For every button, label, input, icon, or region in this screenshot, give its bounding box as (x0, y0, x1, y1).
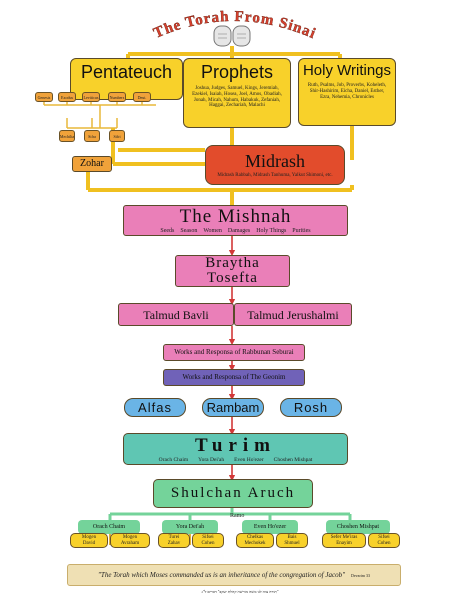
turim-title: Turim (194, 434, 277, 456)
holy-writings-box: Holy Writings Ruth, Psalms, Job, Proverb… (298, 58, 396, 126)
book-numbers: Numbers (108, 92, 126, 102)
turim-choshen-mishpat: Choshen Mishpat (273, 456, 313, 463)
alfas-box: Alfas (124, 398, 186, 417)
talmud-bavli-box: Talmud Bavli (118, 303, 234, 326)
braytha-box: Braytha Tosefta (175, 255, 290, 287)
section-yora-deah: Yora Dei'ah (162, 520, 218, 534)
leaf-line: Cohen (377, 540, 391, 546)
leaf-line: Cohen (201, 540, 215, 546)
holy-writings-list: Ruth, Psalms, Job, Proverbs, Koheleth, S… (307, 83, 387, 100)
section-choshen-mishpat: Choshen Mishpat (326, 520, 390, 534)
leaf-mogen-avraham: Mogen Avraham (110, 533, 150, 548)
turim-orach-chaim: Orach Chaim (158, 456, 189, 463)
leaf-line: Bais (287, 534, 297, 540)
midrash-sifra: Sifra (84, 130, 100, 142)
prophets-list: Joshua, Judges, Samuel, Kings, Jeremiah,… (192, 86, 282, 109)
quote-reference: Devarim 33 (351, 572, 371, 578)
leaf-line: Mogen (122, 534, 138, 540)
leaf-line: Avraham (120, 540, 140, 546)
leaf-line: Shmuel (284, 540, 300, 546)
leaf-line: Mogen (81, 534, 97, 540)
leaf-turei-zahav: Turei Zahav (158, 533, 190, 548)
book-exodus: Exodus (58, 92, 76, 102)
alfas-label: Alfas (138, 400, 172, 415)
midrash-title: Midrash (245, 150, 305, 171)
turim-yora-deah: Yora Dei'ah (198, 456, 225, 463)
book-genesis: Genesis (35, 92, 53, 102)
order-damages: Damages (227, 228, 251, 234)
leaf-line: David (82, 540, 96, 546)
leaf-line: Turei (168, 534, 180, 540)
tablets-icon (213, 25, 251, 47)
rosh-box: Rosh (280, 398, 342, 417)
pentateuch-title: Pentateuch (80, 62, 173, 82)
ramo-label: Ramo (230, 513, 245, 519)
talmud-jerushalmi-label: Talmud Jerushalmi (247, 307, 339, 322)
tosefta-label: Tosefta (207, 270, 258, 286)
midrash-list: Midrash Rabbah, Midrash Tanhuma, Yalkut … (217, 172, 333, 178)
geonim-box: Works and Responsa of The Geonim (163, 369, 305, 386)
saboraim-label: Works and Responsa of Rabbunan Seburai (174, 348, 294, 356)
mishnah-orders: Seeds Season Women Damages Holy Things P… (160, 228, 310, 234)
prophets-box: Prophets Joshua, Judges, Samuel, Kings, … (183, 58, 291, 128)
leaf-sifsei-cohen-cm: Sifsei Cohen (368, 533, 400, 548)
shulchan-aruch-box: Shulchan Aruch (153, 479, 313, 508)
leaf-line: Mechokek (244, 540, 266, 546)
turim-box: Turim Orach Chaim Yora Dei'ah Even Ho'ez… (123, 433, 348, 465)
shulchan-aruch-title: Shulchan Aruch (170, 485, 296, 501)
hebrew-verse: "תורה צוה לנו משה מורשה קהלת יעקב" דברים… (201, 589, 279, 594)
prophets-title: Prophets (200, 62, 274, 82)
leaf-sefer-meiras-enayim: Sefer Me'iras Enayim (322, 533, 366, 548)
order-women: Women (203, 228, 222, 234)
zohar-label: Zohar (80, 158, 104, 169)
braytha-label: Braytha (205, 255, 260, 271)
section-even-hoezer: Even Ho'ezer (242, 520, 298, 534)
zohar-box: Zohar (72, 156, 112, 172)
talmud-bavli-label: Talmud Bavli (143, 307, 209, 322)
midrash-sifri: Sifri (109, 130, 125, 142)
quote-scroll: "The Torah which Moses commanded us is a… (67, 564, 401, 586)
leaf-line: Chelkas (246, 534, 264, 540)
leaf-bais-shmuel: Bais Shmuel (276, 533, 308, 548)
leaf-sifsei-cohen-yd: Sifsei Cohen (192, 533, 224, 548)
midrash-box: Midrash Midrash Rabbah, Midrash Tanhuma,… (205, 145, 345, 185)
rambam-box: Rambam (202, 398, 264, 417)
leaf-line: Sifsei (202, 534, 214, 540)
order-seeds: Seeds (160, 228, 175, 234)
saboraim-box: Works and Responsa of Rabbunan Seburai (163, 344, 305, 361)
talmud-jerushalmi-box: Talmud Jerushalmi (234, 303, 352, 326)
rosh-label: Rosh (293, 400, 329, 415)
leaf-line: Zahav (167, 540, 181, 546)
leaf-line: Sifsei (378, 534, 390, 540)
book-deuteronomy: Deut. (133, 92, 151, 102)
holy-writings-title: Holy Writings (302, 62, 392, 79)
book-leviticus: Leviticus (82, 92, 100, 102)
order-season: Season (180, 228, 198, 234)
order-purities: Purities (292, 228, 311, 234)
turim-parts: Orach Chaim Yora Dei'ah Even Ho'ezer Cho… (159, 457, 313, 463)
pentateuch-box: Pentateuch (70, 58, 183, 100)
rambam-label: Rambam (206, 400, 260, 415)
mishnah-title: The Mishnah (179, 206, 292, 227)
geonim-label: Works and Responsa of The Geonim (182, 373, 286, 381)
leaf-line: Sefer Me'iras (330, 534, 358, 540)
quote-text: "The Torah which Moses commanded us is a… (97, 571, 346, 579)
leaf-line: Enayim (336, 540, 352, 546)
mishnah-box: The Mishnah Seeds Season Women Damages H… (123, 205, 348, 236)
turim-even-hoezer: Even Ho'ezer (234, 456, 264, 463)
leaf-mogen-david: Mogen David (70, 533, 108, 548)
midrash-mechilta: Mechilta (59, 130, 75, 142)
section-orach-chaim: Orach Chaim (78, 520, 140, 534)
leaf-chelkas-mechokek: Chelkas Mechokek (236, 533, 274, 548)
order-holy-things: Holy Things (256, 228, 287, 234)
